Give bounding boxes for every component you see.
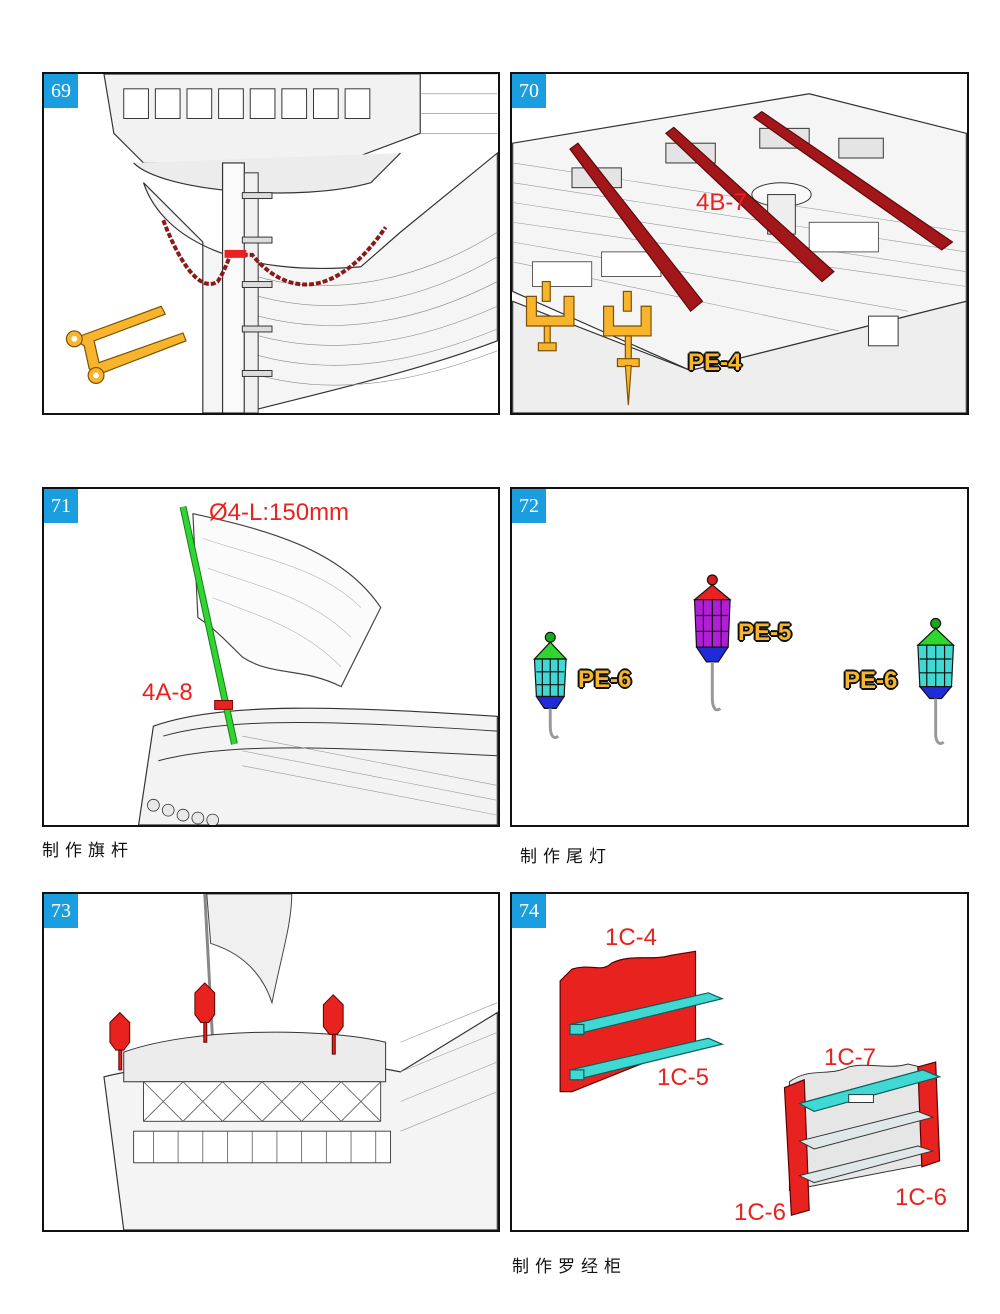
part-label-flagpole: Ø4-L:150mm: [209, 499, 350, 526]
part-label-pe-6-right: PE-6: [844, 667, 898, 694]
stern-lanterns-illustration: [533, 574, 955, 745]
step-number-badge: 74: [512, 894, 546, 928]
panel-70: 70: [510, 72, 969, 415]
flagpole-illustration: [137, 506, 498, 825]
step-number-badge: 72: [512, 489, 546, 523]
step-number-badge: 69: [44, 74, 78, 108]
stern-assembly-illustration: [103, 894, 498, 1230]
part-label-4b-7: 4B-7: [696, 189, 747, 216]
part-label-1c-6-left: 1C-6: [734, 1199, 787, 1226]
part-label-pe-6-left: PE-6: [578, 666, 632, 693]
part-label-pe-4: PE-4: [688, 349, 742, 376]
part-label-1c-6-right: 1C-6: [895, 1184, 948, 1211]
step-number-badge: 71: [44, 489, 78, 523]
panel-71: 71 Ø4-L:150mm 4A-8: [42, 487, 500, 827]
part-label-4a-8: 4A-8: [142, 679, 193, 706]
compass-cabinet-illustration: [559, 950, 942, 1216]
part-label-pe-5: PE-5: [738, 619, 792, 646]
part-label-1c-5: 1C-5: [657, 1064, 710, 1091]
panel-72: 72: [510, 487, 969, 827]
caption-tail-lights: 制作尾灯: [520, 847, 612, 867]
deck-rails-illustration: [512, 93, 967, 413]
step-number-badge: 73: [44, 894, 78, 928]
part-label-1c-4: 1C-4: [605, 924, 658, 951]
panel-69: 69: [42, 72, 500, 415]
step-number-badge: 70: [512, 74, 546, 108]
caption-flagpole: 制作旗杆: [42, 841, 134, 861]
part-label-1c-7: 1C-7: [824, 1044, 877, 1071]
panel-74: 74 1C-4 1C-5 1C-7 1C-6 1C-6: [510, 892, 969, 1232]
panel-73: 73: [42, 892, 500, 1232]
stern-rudder-illustration: [65, 74, 498, 413]
caption-compass-cabinet: 制作罗经柜: [512, 1257, 627, 1277]
